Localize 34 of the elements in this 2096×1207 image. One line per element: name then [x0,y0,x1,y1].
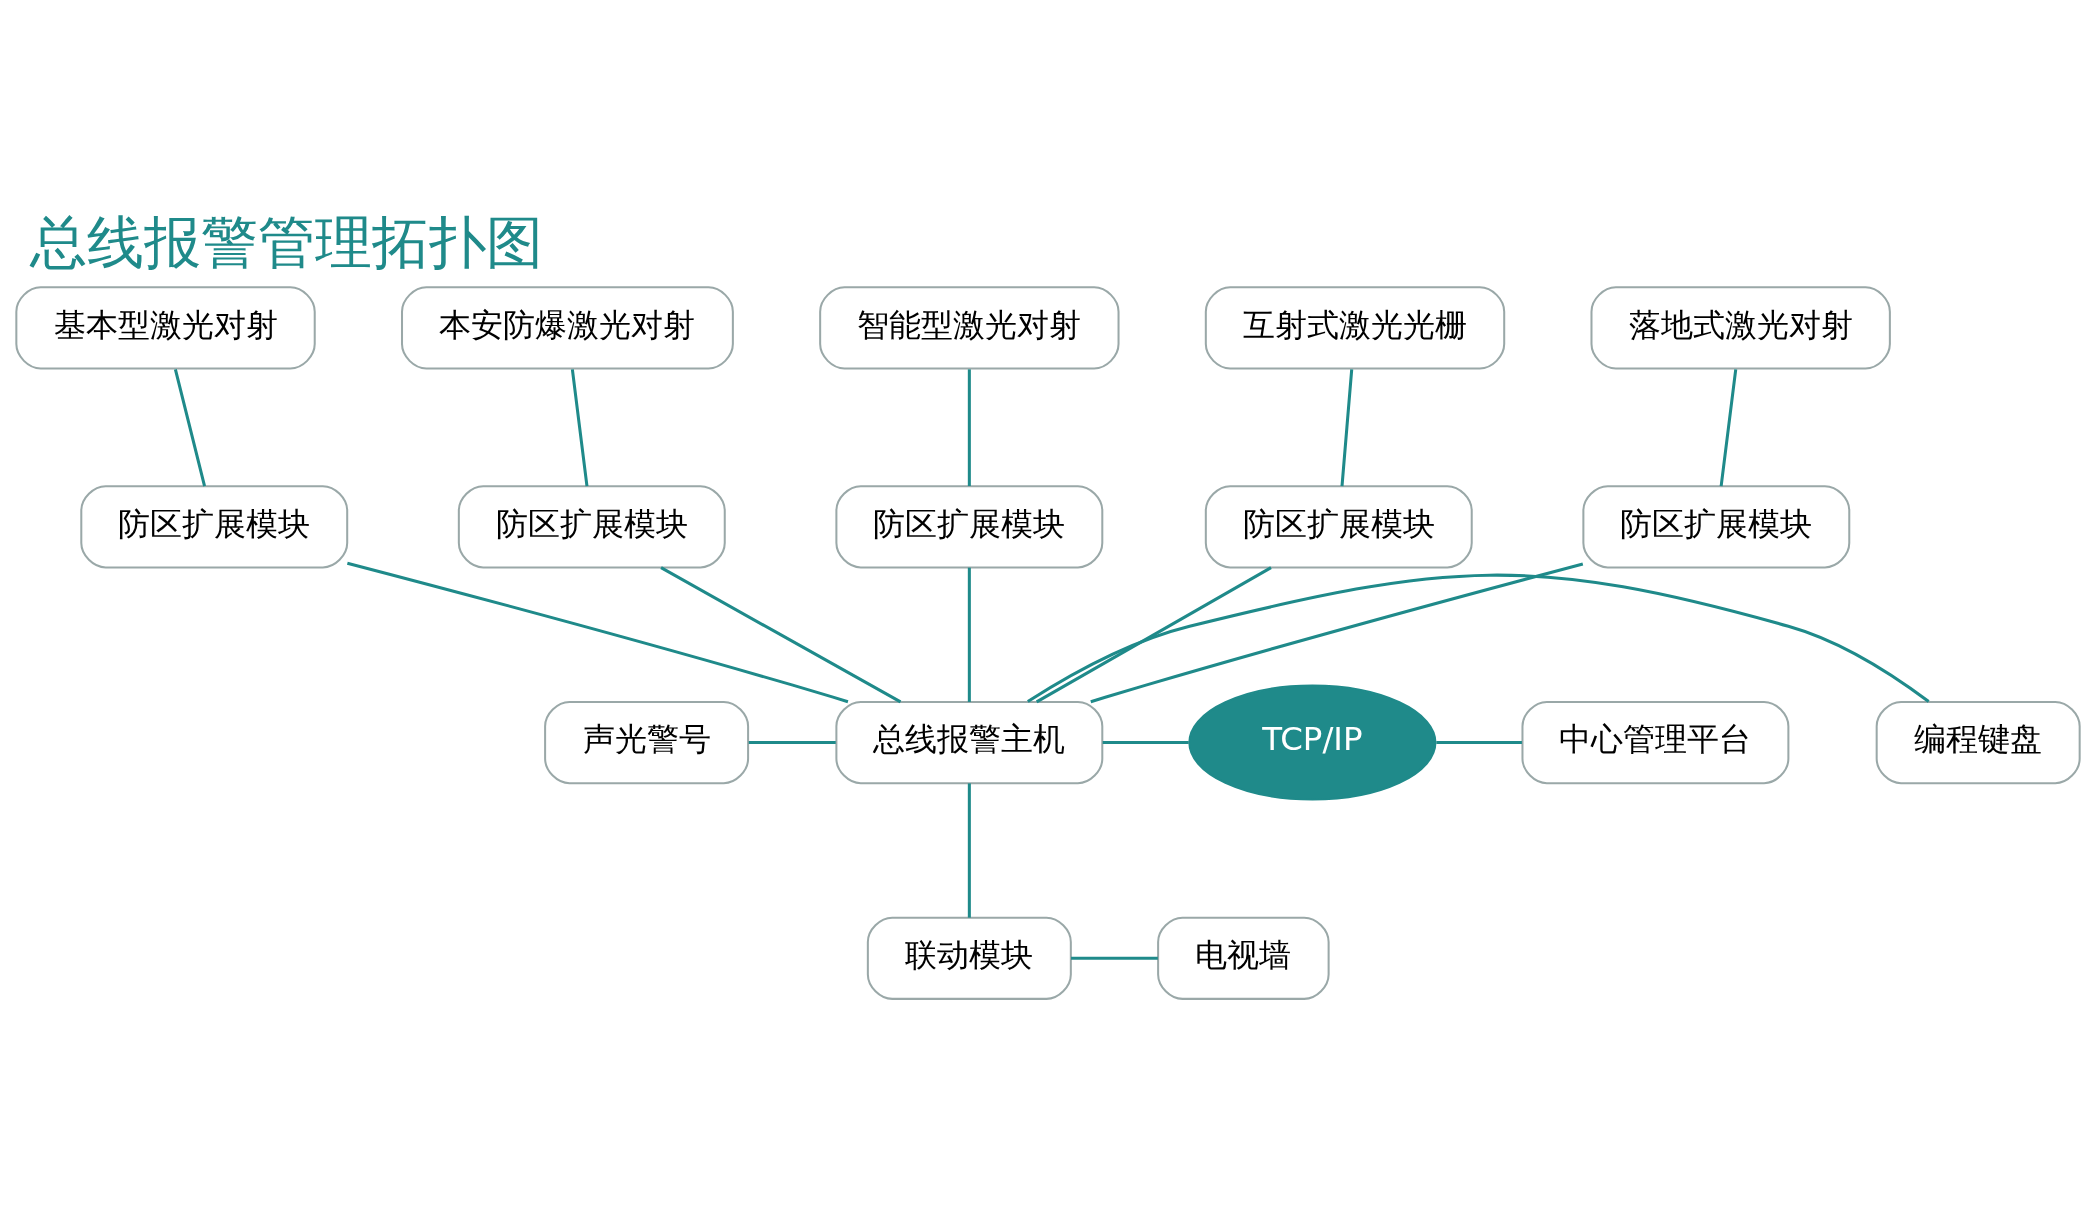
diagram-title: 总线报警管理拓扑图 [29,208,543,275]
node-box: 防区扩展模块 [457,485,726,569]
connector [1071,956,1158,960]
node-box: 落地式激光对射 [1590,286,1891,370]
node-box: 总线报警主机 [835,700,1104,785]
node-box: 防区扩展模块 [835,485,1104,569]
node-box: 智能型激光对射 [819,286,1120,370]
node-box: 本安防爆激光对射 [401,286,734,370]
connector [1090,562,1584,704]
node-box: 编程键盘 [1875,700,2081,785]
connector [1102,741,1189,745]
node-box: 声光警号 [544,700,750,785]
connector [967,783,971,918]
node-box: 基本型激光对射 [15,286,316,370]
connector [1340,369,1354,487]
connector [346,561,849,704]
connector [1436,741,1522,745]
node-ellipse: TCP/IP [1188,684,1437,801]
node-box: 防区扩展模块 [1582,485,1851,569]
connector [570,369,589,487]
connector [660,566,902,704]
node-box: 互射式激光光栅 [1204,286,1506,370]
connector [967,369,971,487]
connector [1035,566,1272,704]
node-box: 中心管理平台 [1521,700,1790,785]
connector [173,369,207,487]
connector [1719,369,1738,487]
connector [748,741,836,745]
connector [967,567,971,702]
node-box: 联动模块 [866,916,1072,1000]
node-box: 防区扩展模块 [1204,485,1473,569]
node-box: 防区扩展模块 [80,485,349,569]
connector [1027,573,1930,703]
node-box: 电视墙 [1157,916,1330,1000]
